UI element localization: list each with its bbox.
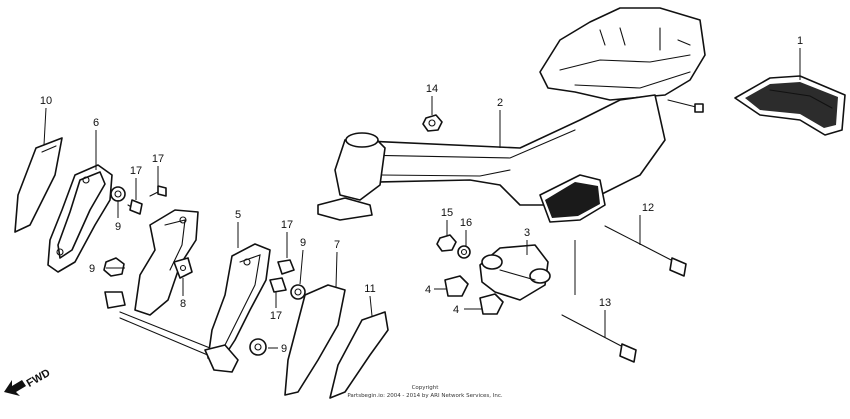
rear-cover-part-1[interactable]	[734, 75, 846, 136]
callout-4a: 4	[425, 284, 431, 296]
callout-12: 12	[642, 202, 654, 214]
clip-part-4a[interactable]	[444, 275, 469, 297]
fwd-label: FWD	[25, 367, 53, 390]
callout-2: 2	[497, 97, 503, 109]
callout-15: 15	[441, 207, 453, 219]
bolt-part-17d[interactable]	[269, 277, 287, 293]
clip-part-4b[interactable]	[479, 293, 504, 315]
bolt-part-17b[interactable]	[149, 185, 167, 197]
fwd-direction-indicator: FWD	[4, 367, 52, 396]
bolt-part-17c[interactable]	[277, 259, 295, 275]
callout-16: 16	[460, 217, 472, 229]
callout-6: 6	[93, 117, 99, 129]
copyright-notice: Copyright Partsbegin.io: 2004 - 2014 by …	[347, 385, 503, 399]
callout-13: 13	[599, 297, 611, 309]
nut-part-9a[interactable]	[110, 186, 126, 202]
callout-17b: 17	[152, 153, 164, 165]
callout-labels: 1 2 3 4 4 5 6 7 8 9 9 9 9 10 11 12 13 14…	[40, 35, 803, 355]
copyright-line-2: Partsbegin.io: 2004 - 2014 by ARI Networ…	[347, 393, 503, 399]
bolt-part-12[interactable]	[604, 225, 687, 277]
nut-part-9b[interactable]	[103, 257, 125, 277]
callout-4b: 4	[453, 304, 459, 316]
cover-part-11[interactable]	[329, 311, 389, 399]
callout-8: 8	[180, 298, 186, 310]
callout-17a: 17	[130, 165, 142, 177]
bolt-part-13[interactable]	[561, 314, 637, 363]
step-bar-bracket[interactable]	[104, 209, 216, 357]
frame-part-2[interactable]	[317, 7, 706, 223]
step-bracket-part-5[interactable]	[204, 243, 271, 373]
cover-part-7[interactable]	[284, 284, 346, 396]
callout-5: 5	[235, 209, 241, 221]
side-cover-part-10[interactable]	[14, 137, 63, 233]
callout-10: 10	[40, 95, 52, 107]
callout-9d: 9	[281, 343, 287, 355]
pivot-bracket-part-3[interactable]	[479, 244, 551, 301]
callout-14: 14	[426, 83, 438, 95]
callout-7: 7	[334, 239, 340, 251]
leader-lines	[43, 48, 801, 349]
callout-11: 11	[364, 283, 375, 295]
callout-9b: 9	[89, 263, 95, 275]
clamp-part-8[interactable]	[173, 257, 193, 279]
callout-9c: 9	[300, 237, 306, 249]
callout-17c: 17	[281, 219, 293, 231]
step-bracket-part-6[interactable]	[47, 164, 113, 273]
fwd-arrow-icon	[4, 380, 26, 396]
callout-1: 1	[797, 35, 803, 47]
nut-part-9d[interactable]	[249, 338, 267, 356]
callout-17d: 17	[270, 310, 282, 322]
bolt-part-17a[interactable]	[127, 199, 143, 215]
copyright-line-1: Copyright	[412, 385, 440, 391]
callout-3: 3	[524, 227, 530, 239]
nut-part-9c[interactable]	[290, 284, 306, 300]
nut-part-15[interactable]	[436, 234, 457, 252]
nut-part-14[interactable]	[422, 114, 443, 132]
callout-9a: 9	[115, 221, 121, 233]
nut-part-16[interactable]	[457, 245, 471, 259]
